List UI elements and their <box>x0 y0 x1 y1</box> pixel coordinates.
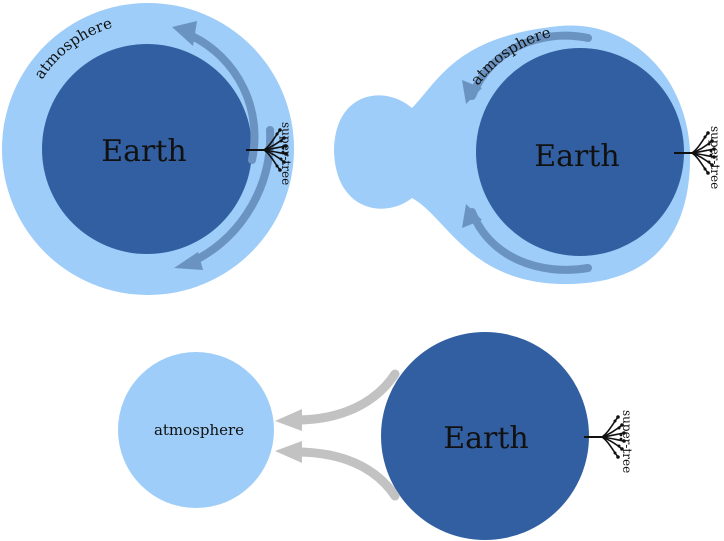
flow-arrow-top <box>188 32 259 164</box>
earth-disc <box>381 332 589 540</box>
super-tree-label: super-tree <box>279 122 293 185</box>
flow-arrowhead-top <box>172 21 197 46</box>
panel-top-left: Earth atmosphere super-tree <box>2 3 294 295</box>
earth-label: Earth <box>534 139 620 174</box>
escape-arrow-top <box>291 369 400 425</box>
earth-disc <box>476 48 684 256</box>
flow-arrowhead-bottom <box>174 252 203 270</box>
earth-label: Earth <box>101 134 187 169</box>
escape-arrowhead-top <box>275 409 302 431</box>
flow-arrow-bottom <box>468 208 592 274</box>
panel-top-right: Earth atmosphere super-tree <box>334 23 722 285</box>
super-tree-icon <box>583 414 627 460</box>
escape-arrowhead-bottom <box>275 441 302 463</box>
panel-bottom: atmosphere Earth super-tree <box>118 332 634 540</box>
atmosphere-label: atmosphere <box>154 421 244 439</box>
earth-label: Earth <box>443 421 529 456</box>
atmosphere-bubble <box>118 352 274 508</box>
escape-arrow-bottom <box>291 447 400 501</box>
flow-arrowhead-top <box>462 80 482 104</box>
flow-arrow-top <box>468 31 592 100</box>
super-tree-label: super-tree <box>708 126 722 189</box>
earth-disc <box>42 44 252 254</box>
flow-arrowhead-bottom <box>462 204 482 228</box>
super-tree-label: super-tree <box>620 410 634 473</box>
